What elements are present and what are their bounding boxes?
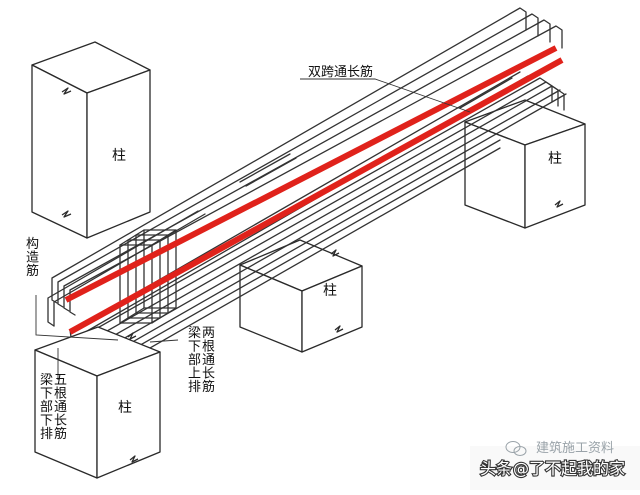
column-label-1: 柱 bbox=[112, 148, 126, 164]
column-top-left bbox=[31, 41, 151, 239]
watermark-handle: @了不起我的家 bbox=[513, 459, 625, 478]
label-bottom-lower-row: 梁下部下排五根通长筋 bbox=[40, 373, 67, 442]
stirrup-cage bbox=[119, 229, 177, 324]
column-middle bbox=[239, 239, 363, 353]
top-bar-2 bbox=[57, 13, 539, 308]
label-structural-bar: 构造筋 bbox=[26, 237, 39, 279]
top-bar-3 bbox=[63, 19, 551, 312]
watermark-overlay: 建筑施工资料 bbox=[536, 440, 614, 456]
watermark-prefix: 头条 bbox=[480, 459, 512, 478]
span-bar-segment-1 bbox=[239, 153, 291, 183]
span-bar-segment-2 bbox=[245, 157, 297, 187]
bottom-bar-6 bbox=[99, 139, 501, 369]
column-label-4: 柱 bbox=[118, 400, 132, 416]
column-right bbox=[464, 99, 586, 229]
top-bar-1 bbox=[51, 7, 527, 304]
structural-bar-1 bbox=[47, 210, 199, 327]
highlight-bar-upper bbox=[64, 45, 558, 303]
label-bottom-upper-row: 梁下部上排两根通长筋 bbox=[188, 326, 215, 395]
column-bottom-left bbox=[34, 326, 161, 479]
leader-lines bbox=[35, 78, 471, 380]
column-label-2: 柱 bbox=[548, 151, 562, 167]
span-bar-segment-3 bbox=[459, 77, 513, 109]
bottom-bar-7 bbox=[107, 147, 501, 373]
highlight-bar-lower bbox=[68, 57, 564, 335]
wechat-icon bbox=[505, 441, 527, 456]
highlighted-bars bbox=[64, 45, 564, 335]
structural-bar-2 bbox=[53, 213, 206, 327]
label-double-span-bar: 双跨通长筋 bbox=[308, 64, 373, 80]
column-label-3: 柱 bbox=[323, 283, 337, 299]
watermark: 建筑施工资料 头条 @了不起我的家 bbox=[470, 440, 640, 490]
